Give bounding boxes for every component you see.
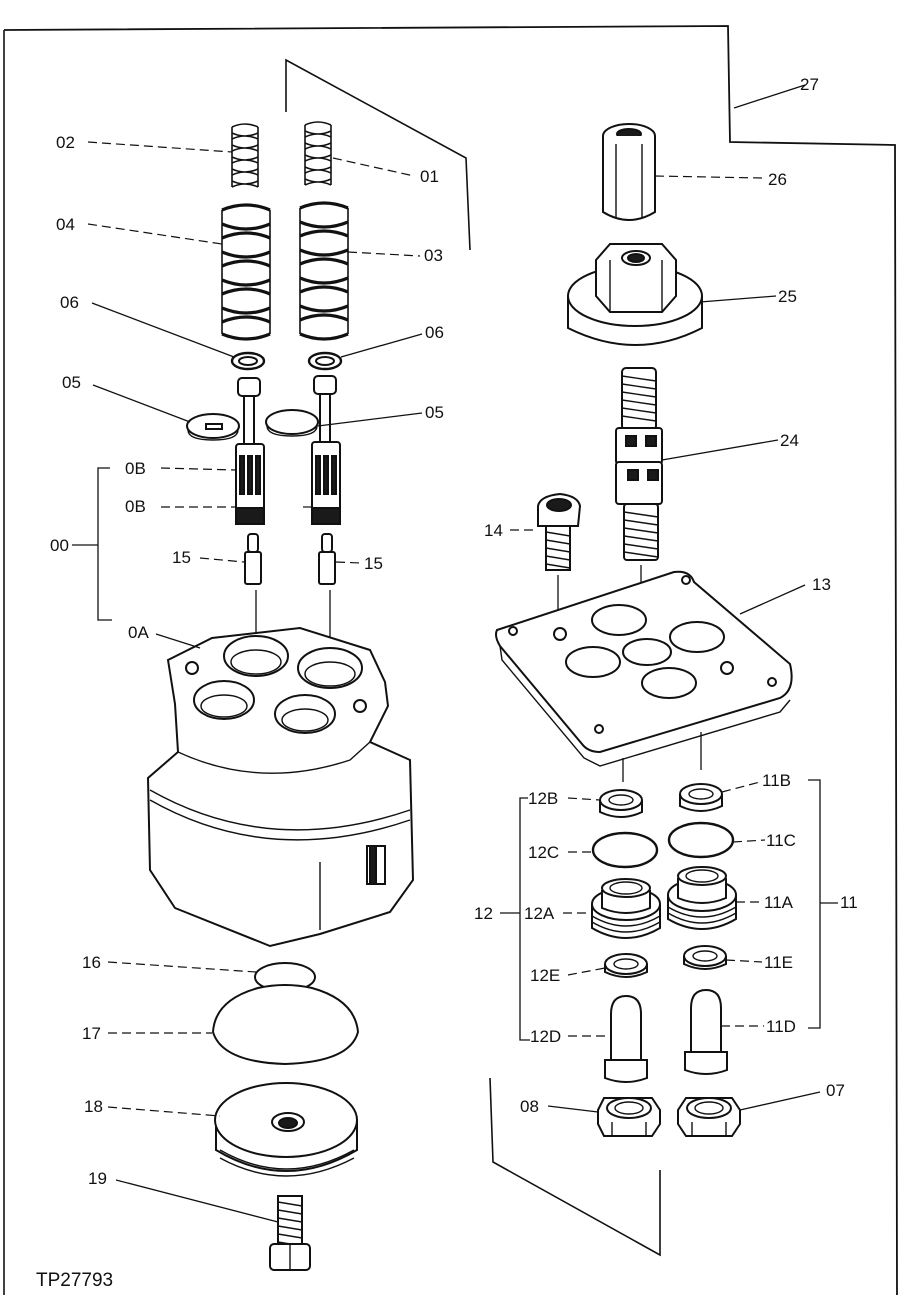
label-27: 27 [800,75,819,94]
part-labels: 02 01 04 03 06 06 05 05 0B 0B 00 15 15 0… [36,75,858,1291]
label-05-right: 05 [425,403,444,422]
label-11A: 11A [764,893,794,912]
washer-06-right [307,351,343,371]
label-25: 25 [778,287,797,306]
label-07: 07 [826,1081,845,1100]
large-spring-04 [221,203,271,341]
label-12: 12 [474,904,493,923]
bracket-bottom [489,1077,661,1257]
frame-border [3,25,898,1296]
label-16: 16 [82,953,101,972]
label-11D: 11D [766,1017,796,1036]
label-12D: 12D [530,1027,561,1046]
label-24: 24 [780,431,799,450]
small-spring-02 [231,123,259,188]
label-06-left: 06 [60,293,79,312]
label-08: 08 [520,1097,539,1116]
label-11B: 11B [762,771,791,790]
label-26: 26 [768,170,787,189]
label-12A: 12A [524,904,555,923]
oring-12C [591,831,659,869]
label-11E: 11E [764,953,793,972]
figure-id: TP27793 [36,1270,113,1291]
bracket-12 [519,797,530,1041]
oring-11C [667,821,735,859]
bracket-11 [808,779,821,1029]
nut-07 [677,1097,741,1137]
label-04: 04 [56,215,75,234]
plate-18 [214,1082,358,1177]
bracket-top [285,58,471,251]
label-19: 19 [88,1169,107,1188]
label-12B: 12B [528,789,558,808]
pin-15-right [318,533,336,652]
label-12E: 12E [530,966,560,985]
label-18: 18 [84,1097,103,1116]
washer-06-left [230,351,266,371]
nut-25 [567,243,703,346]
label-05-left: 05 [62,373,81,392]
label-02: 02 [56,133,75,152]
boot-17 [211,984,360,1066]
valve-housing [146,626,415,948]
piston-11D [684,988,728,1075]
label-01: 01 [420,167,439,186]
small-spring-01 [304,121,332,186]
bolt-19 [269,1195,311,1271]
bolt-14 [537,492,582,632]
label-15-right: 15 [364,554,383,573]
label-0B-top: 0B [125,459,146,478]
label-17: 17 [82,1024,101,1043]
plate-13 [495,570,793,767]
label-06-right: 06 [425,323,444,342]
spool-left [235,377,265,525]
nut-08 [597,1097,661,1137]
clip-05-left [186,413,240,441]
label-0A: 0A [128,623,149,642]
label-11: 11 [840,893,858,912]
piston-12D [604,994,648,1083]
label-0B-bottom: 0B [125,497,146,516]
leader-lines [87,84,821,1223]
large-spring-03 [299,201,349,341]
ring-12B [599,789,643,818]
label-03: 03 [424,246,443,265]
label-15-left: 15 [172,548,191,567]
seat-12A [591,878,661,939]
label-13: 13 [812,575,831,594]
seat-11A [667,866,737,930]
ring-12E [604,953,648,978]
coupling-26 [602,123,656,221]
label-11C: 11C [766,831,796,850]
bracket-00 [97,467,112,621]
label-12C: 12C [528,843,559,862]
ring-11B [679,783,723,812]
pin-15-left [244,533,262,640]
spool-right [311,375,341,525]
ring-11E [683,945,727,970]
label-00: 00 [50,536,69,555]
clip-05-right [265,409,319,437]
label-14: 14 [484,521,503,540]
